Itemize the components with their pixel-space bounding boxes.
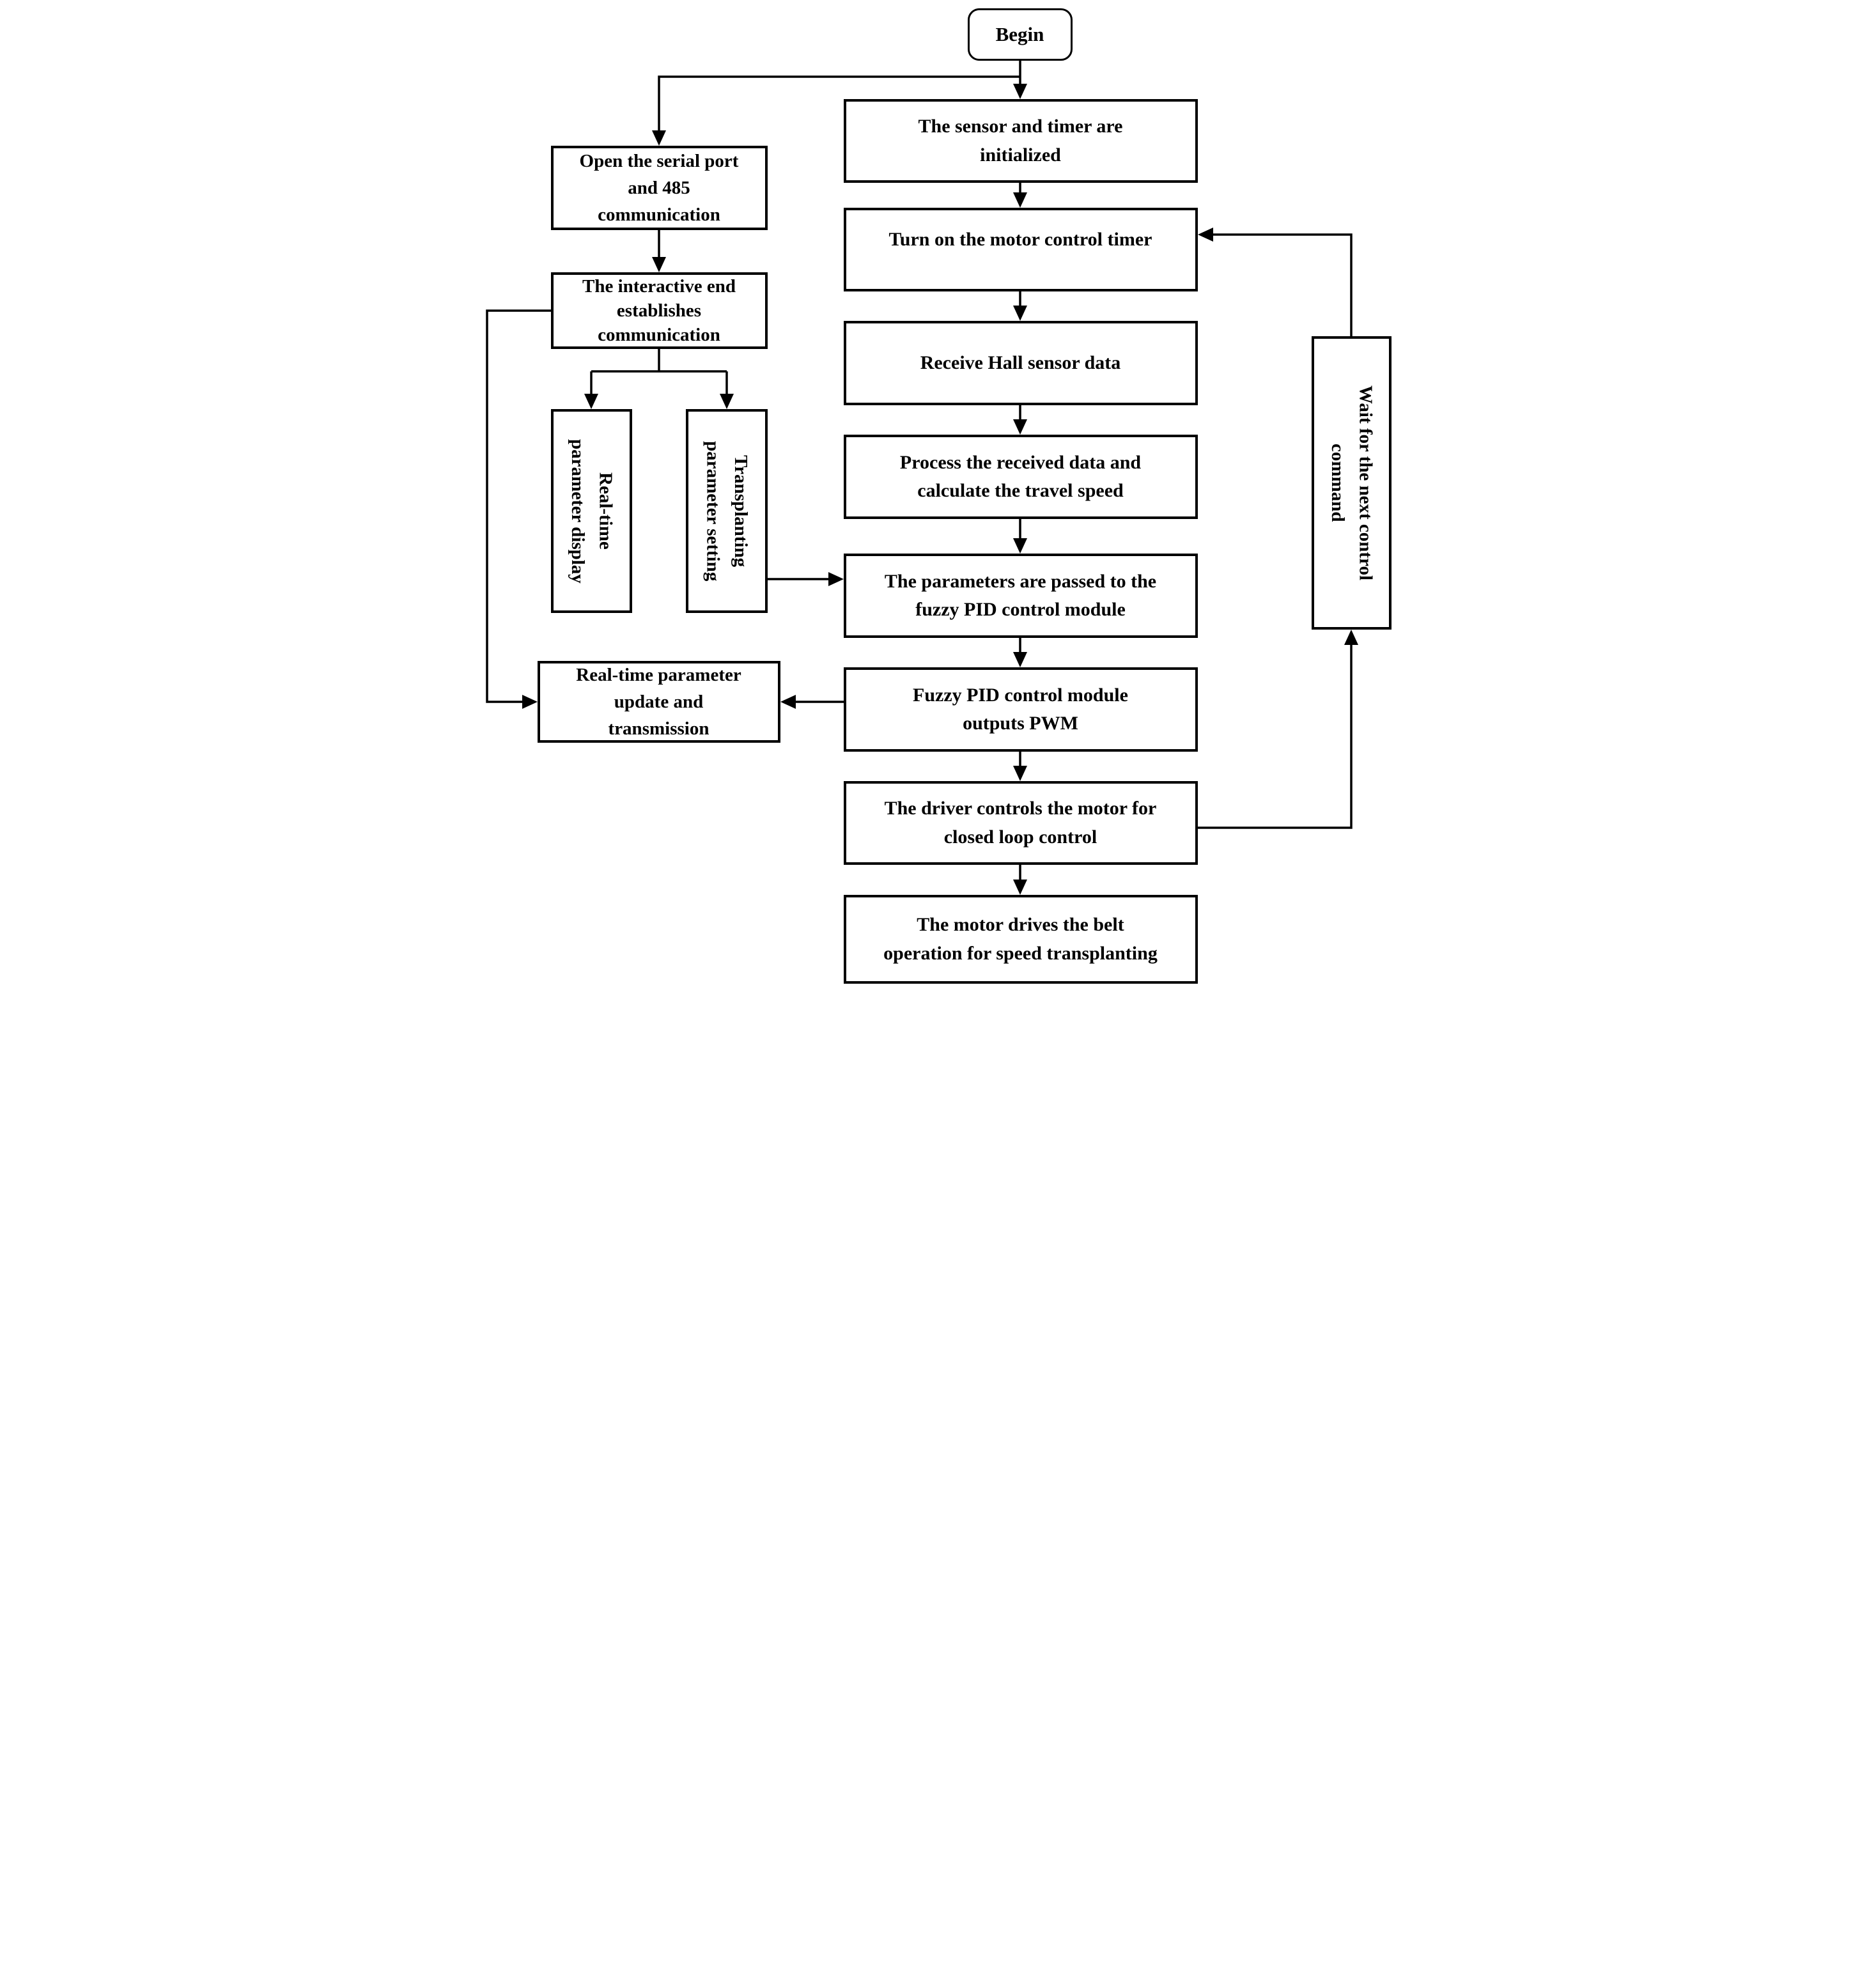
arrowhead-down-icon <box>719 394 734 409</box>
arrowhead-down-icon <box>651 130 666 146</box>
edge-driver-control-to-motor-belt <box>1012 865 1027 895</box>
node-receive-hall-sensor-data: Receive Hall sensor data <box>843 321 1198 405</box>
arrowhead-down-icon <box>1012 419 1027 435</box>
edge-fuzzy-pid-to-param-update <box>780 695 844 709</box>
edge-fuzzy-pid-to-driver-control <box>1012 752 1027 781</box>
flowchart: Begin The sensor and timer are initializ… <box>469 0 1407 989</box>
arrowhead-right-icon <box>522 695 538 709</box>
arrowhead-right-icon <box>828 572 844 586</box>
edge-transplant-setting-to-params-passed <box>767 572 844 586</box>
edge-open-serial-to-interactive-end <box>651 230 666 272</box>
node-motor-drives-belt: The motor drives the belt operation for … <box>843 895 1198 984</box>
edge-begin-to-sensor-init <box>1012 61 1027 99</box>
arrowhead-down-icon <box>1012 306 1027 321</box>
arrowhead-down-icon <box>1012 538 1027 554</box>
node-real-time-parameter-display: Real-time parameter display <box>550 409 632 613</box>
edge-wait-command-to-turn-on-timer <box>1197 228 1353 336</box>
edge-sensor-init-to-turn-on-timer <box>1012 183 1027 208</box>
arrowhead-down-icon <box>651 257 666 272</box>
node-fuzzy-pid-outputs-pwm: Fuzzy PID control module outputs PWM <box>843 667 1198 752</box>
edge-turn-on-timer-to-receive-hall <box>1012 291 1027 321</box>
edge-driver-control-to-wait-command <box>1197 630 1358 829</box>
edge-begin-to-open-serial <box>651 75 1020 146</box>
node-open-serial-port-485: Open the serial port and 485 communicati… <box>550 146 768 230</box>
node-turn-on-motor-control-timer: Turn on the motor control timer <box>843 208 1198 291</box>
node-process-data-calculate-speed: Process the received data and calculate … <box>843 435 1198 519</box>
arrowhead-left-icon <box>780 695 796 709</box>
arrowhead-down-icon <box>1012 880 1027 895</box>
arrowhead-up-icon <box>1344 630 1358 645</box>
edge-process-data-to-params-passed <box>1012 519 1027 554</box>
node-real-time-parameter-update: Real-time parameter update and transmiss… <box>537 661 780 743</box>
flow-connectors <box>485 61 1358 895</box>
arrowhead-down-icon <box>1012 766 1027 781</box>
arrowhead-down-icon <box>1012 192 1027 208</box>
arrowhead-left-icon <box>1197 228 1213 242</box>
edge-interactive-end-to-displays-split <box>584 349 734 409</box>
edge-receive-hall-to-process-data <box>1012 405 1027 435</box>
node-wait-next-control-command: Wait for the next control command <box>1311 336 1391 630</box>
arrowhead-down-icon <box>1012 84 1027 99</box>
edge-interactive-end-to-param-update <box>485 309 551 709</box>
node-begin: Begin <box>967 8 1073 61</box>
node-sensor-timer-initialized: The sensor and timer are initialized <box>843 99 1198 183</box>
edge-params-passed-to-fuzzy-pid <box>1012 638 1027 667</box>
node-driver-closed-loop-control: The driver controls the motor for closed… <box>843 781 1198 865</box>
node-transplanting-parameter-setting: Transplanting parameter setting <box>685 409 768 613</box>
arrowhead-down-icon <box>584 394 598 409</box>
arrowhead-down-icon <box>1012 652 1027 667</box>
node-parameters-passed-to-fuzzy-pid: The parameters are passed to the fuzzy P… <box>843 554 1198 638</box>
node-interactive-end-communication: The interactive end establishes communic… <box>550 272 768 349</box>
